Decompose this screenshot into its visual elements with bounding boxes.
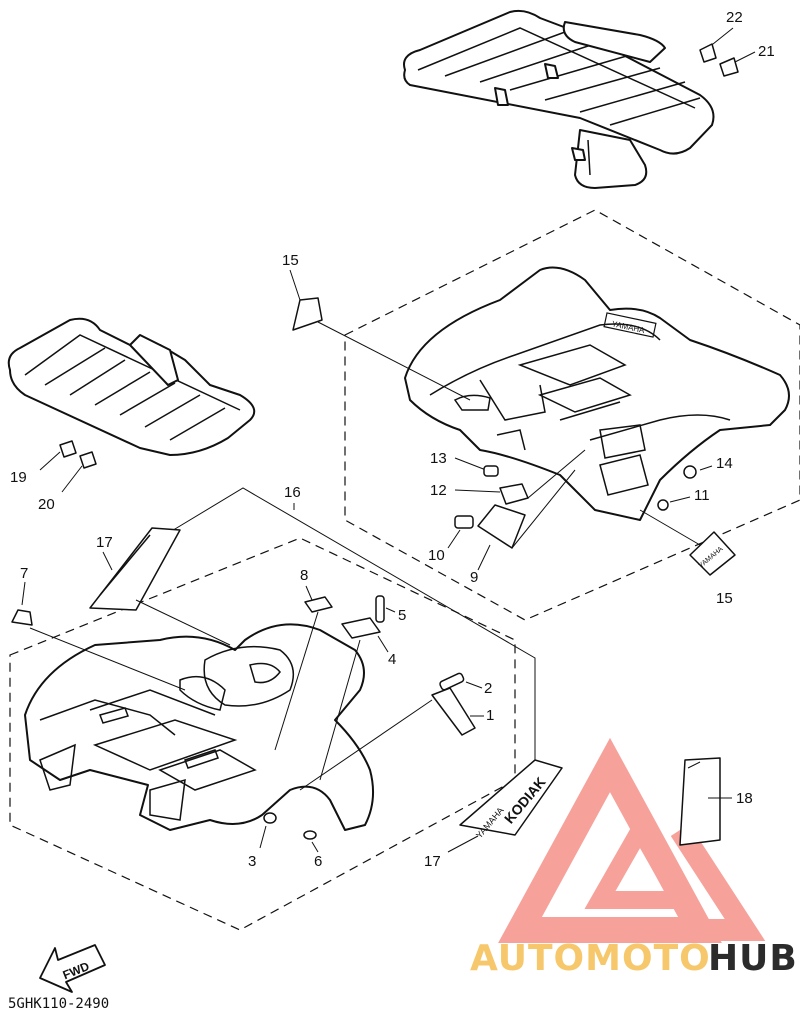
callout-17-upper: 17: [89, 527, 231, 646]
callout-12: 12: [430, 449, 586, 505]
callout-1: 1: [299, 687, 494, 791]
fwd-arrow-icon: FWD: [39, 944, 106, 993]
svg-text:11: 11: [694, 487, 710, 504]
callout-11: 11: [657, 487, 710, 511]
watermark-text-1: AUTOMOTO: [470, 938, 711, 979]
callout-13: 13: [430, 450, 499, 477]
svg-text:19: 19: [10, 469, 27, 486]
svg-text:5: 5: [398, 607, 406, 624]
callout-15-upper: 15: [282, 252, 323, 331]
svg-text:14: 14: [716, 455, 733, 472]
callout-6: 6: [303, 830, 322, 870]
callout-22: 22: [699, 9, 743, 63]
svg-text:20: 20: [38, 496, 55, 513]
callout-10: 10: [428, 515, 474, 564]
callout-15-lower: YAMAHA 15: [639, 509, 736, 607]
callout-18: 18: [679, 757, 753, 846]
svg-text:3: 3: [248, 853, 256, 870]
svg-text:22: 22: [726, 9, 743, 26]
svg-text:21: 21: [758, 43, 775, 60]
svg-text:15: 15: [716, 590, 733, 607]
callout-16: 16: [164, 484, 536, 778]
svg-text:16: 16: [284, 484, 301, 501]
kodiak-decal: KODIAK YAMAHA: [459, 759, 563, 840]
callout-8: 8: [274, 567, 333, 751]
front-rack: [7, 317, 256, 456]
callout-9: 9: [470, 469, 576, 586]
callout-3: 3: [248, 812, 277, 870]
front-fender-group: [9, 537, 516, 931]
callout-21: 21: [719, 43, 775, 77]
svg-text:2: 2: [484, 680, 492, 697]
svg-text:7: 7: [20, 565, 28, 582]
svg-text:17: 17: [424, 853, 441, 870]
callout-2: 2: [439, 672, 492, 697]
rear-fender-group: YAMAHA: [344, 209, 800, 621]
svg-text:9: 9: [470, 569, 478, 586]
callout-19: 19: [10, 440, 77, 486]
svg-text:13: 13: [430, 450, 447, 467]
svg-text:6: 6: [314, 853, 322, 870]
svg-text:10: 10: [428, 547, 445, 564]
watermark-text-2: HUB: [708, 938, 798, 979]
callout-17-lower: 17: [424, 835, 479, 870]
callout-4: 4: [319, 617, 396, 781]
callout-14: 14: [683, 455, 733, 479]
svg-text:8: 8: [300, 567, 308, 584]
callout-5: 5: [375, 595, 406, 624]
svg-text:12: 12: [430, 482, 447, 499]
svg-text:18: 18: [736, 790, 753, 807]
watermark-logo: AUTOMOTO HUB: [470, 737, 798, 979]
diagram-code: 5GHK110-2490: [8, 996, 109, 1012]
rear-rack-upper: [403, 9, 715, 189]
callout-7: 7: [11, 565, 186, 691]
callout-20: 20: [38, 451, 97, 513]
svg-text:17: 17: [96, 534, 113, 551]
svg-text:1: 1: [486, 707, 494, 724]
svg-text:4: 4: [388, 651, 396, 668]
svg-text:15: 15: [282, 252, 299, 269]
